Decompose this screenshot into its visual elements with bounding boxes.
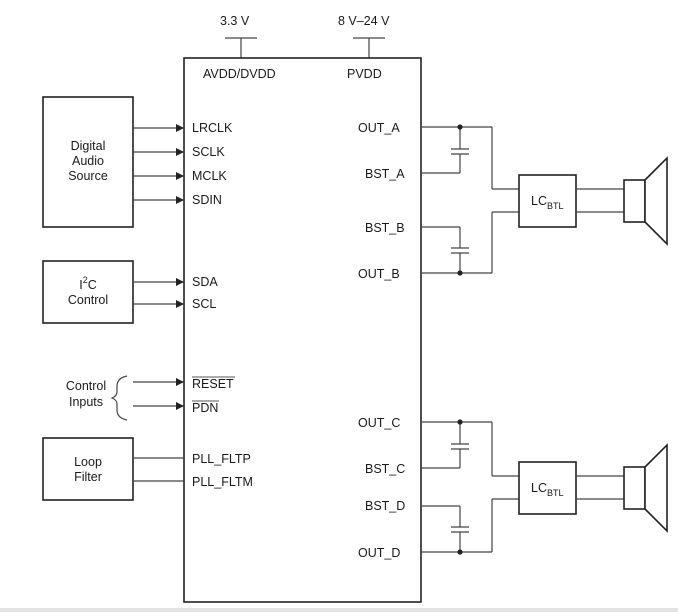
output-channel-ab: LCBTL [421, 124, 668, 276]
i2c-control-block [42, 260, 134, 324]
loop-filter-label-1: Loop [74, 455, 102, 469]
pin-lrclk: LRCLK [192, 121, 233, 135]
pin-sda: SDA [192, 275, 218, 289]
amplifier-chip [183, 57, 422, 603]
pin-pll-fltm: PLL_FLTM [192, 475, 253, 489]
pin-sclk: SCLK [192, 145, 225, 159]
pin-sdin: SDIN [192, 193, 222, 207]
lc-btl-label-bottom: LCBTL [531, 481, 564, 498]
speaker-bottom-magnet [623, 466, 646, 510]
supply-3v3-label: 3.3 V [220, 14, 250, 28]
junction-out-a [457, 124, 463, 130]
speaker-top-magnet [623, 179, 646, 223]
pin-out-d: OUT_D [358, 546, 400, 560]
pin-pdn: PDN [192, 401, 218, 415]
speaker-top-cone [644, 156, 668, 246]
junction-out-d [457, 549, 463, 555]
digital-audio-label-2: Audio [72, 154, 104, 168]
control-inputs-label-1: Control [66, 379, 106, 393]
supply-pvdd-label: 8 V–24 V [338, 14, 390, 28]
pin-bst-d: BST_D [365, 499, 405, 513]
pin-out-b: OUT_B [358, 267, 400, 281]
lc-btl-filter-bottom [518, 461, 577, 515]
pin-out-c: OUT_C [358, 416, 400, 430]
digital-audio-label-3: Source [68, 169, 108, 183]
lc-btl-filter-top [518, 174, 577, 228]
loop-filter-label-2: Filter [74, 470, 102, 484]
pin-pll-fltp: PLL_FLTP [192, 452, 251, 466]
pin-scl: SCL [192, 297, 216, 311]
lc-btl-label-top: LCBTL [531, 194, 564, 211]
junction-out-c [457, 419, 463, 425]
control-inputs-label-2: Inputs [69, 395, 103, 409]
digital-audio-source-block [42, 96, 134, 228]
supply-pvdd: 8 V–24 V [338, 14, 390, 58]
supply-3v3: 3.3 V [220, 14, 257, 58]
loop-filter-block [42, 437, 134, 501]
pin-bst-c: BST_C [365, 462, 405, 476]
i2c-control-label: Control [68, 293, 108, 307]
digital-audio-label-1: Digital [71, 139, 106, 153]
pin-pvdd: PVDD [347, 67, 382, 81]
pin-bst-b: BST_B [365, 221, 405, 235]
pin-reset: RESET [192, 377, 234, 391]
pin-mclk: MCLK [192, 169, 227, 183]
pin-bst-a: BST_A [365, 167, 405, 181]
control-inputs-brace [110, 375, 128, 421]
pin-avdd-dvdd: AVDD/DVDD [203, 67, 276, 81]
i2c-label: I2C [79, 275, 97, 292]
junction-out-b [457, 270, 463, 276]
speaker-bottom-cone [644, 443, 668, 533]
output-channel-cd: LCBTL [421, 419, 668, 555]
pin-out-a: OUT_A [358, 121, 400, 135]
